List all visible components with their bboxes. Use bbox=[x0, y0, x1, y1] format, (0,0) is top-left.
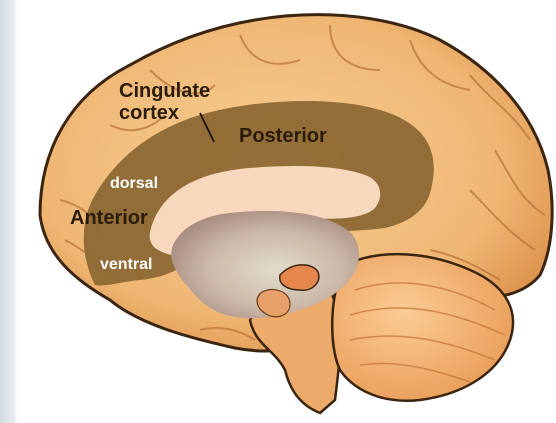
cingulate-label-line1: Cingulate bbox=[119, 81, 210, 101]
ventral-label: ventral bbox=[100, 257, 152, 273]
anterior-label: Anterior bbox=[70, 208, 148, 228]
cingulate-label-line2: cortex bbox=[119, 103, 179, 123]
dorsal-label: dorsal bbox=[110, 176, 158, 192]
posterior-label: Posterior bbox=[239, 126, 327, 146]
